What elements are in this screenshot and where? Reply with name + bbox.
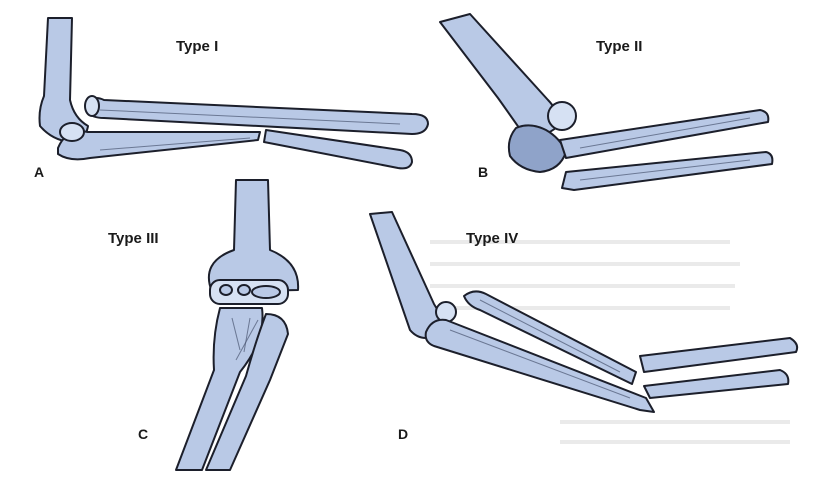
title-type-ii: Type II <box>596 38 642 55</box>
title-type-i: Type I <box>176 38 218 55</box>
panel-label-c: C <box>138 426 148 442</box>
title-type-iii: Type III <box>108 230 159 247</box>
panel-label-d: D <box>398 426 408 442</box>
panel-label-a: A <box>34 164 44 180</box>
title-type-iv: Type IV <box>466 230 518 247</box>
panel-label-b: B <box>478 164 488 180</box>
panel-c-illustration <box>176 180 298 470</box>
panel-a-illustration <box>40 18 429 168</box>
